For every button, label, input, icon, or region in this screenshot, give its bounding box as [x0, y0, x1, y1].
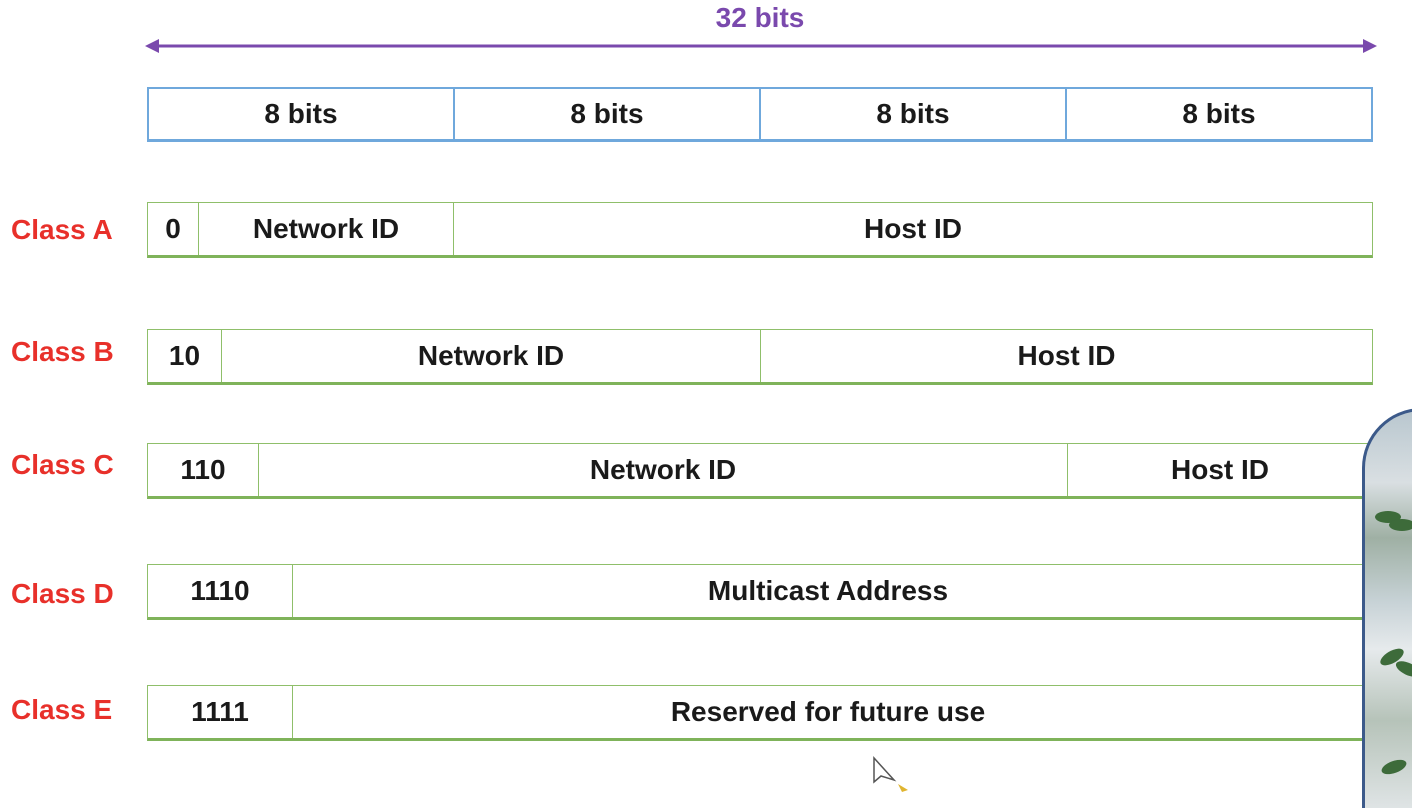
class-c-prefix: 110: [148, 444, 259, 496]
ruler-octet-1: 8 bits: [149, 89, 455, 139]
plant-leaf-icon: [1379, 756, 1409, 778]
class-e-label: Class E: [11, 694, 113, 725]
class-d-label: Class D: [11, 578, 114, 609]
class-b-label: Class B: [11, 336, 114, 367]
ruler-octet-3: 8 bits: [761, 89, 1067, 139]
class-c-network-id: Network ID: [259, 444, 1068, 496]
class-e-prefix: 1111: [148, 686, 293, 738]
class-c-label: Class C: [11, 449, 114, 480]
class-b-network-id: Network ID: [222, 330, 761, 382]
ruler-octet-4: 8 bits: [1182, 98, 1256, 129]
ruler-octet-2: 8 bits: [455, 89, 761, 139]
class-a-label: Class A: [11, 214, 113, 245]
class-e-row: 1111 Reserved for future use: [147, 685, 1363, 741]
class-a-network-id: Network ID: [199, 203, 454, 255]
class-d-prefix: 1110: [148, 565, 293, 617]
span-label: 32 bits: [715, 2, 805, 33]
bit-ruler: 8 bits 8 bits 8 bits 8 bits: [147, 87, 1373, 142]
class-b-row: 10 Network ID Host ID: [147, 329, 1373, 385]
span-double-arrow: [145, 39, 1377, 53]
class-b-host-id: Host ID: [1017, 340, 1116, 371]
plant-leaf-icon: [1393, 658, 1412, 680]
class-a-row: 0 Network ID Host ID: [147, 202, 1373, 258]
class-b-prefix: 10: [148, 330, 222, 382]
class-c-host-id: Host ID: [1171, 454, 1269, 485]
webcam-overlay: [1362, 408, 1412, 808]
class-e-reserved: Reserved for future use: [670, 696, 986, 727]
class-a-prefix: 0: [148, 203, 199, 255]
class-d-row: 1110 Multicast Address: [147, 564, 1363, 620]
class-d-multicast-address: Multicast Address: [707, 575, 949, 606]
mouse-pointer-icon: [873, 756, 908, 792]
class-a-host-id: Host ID: [864, 213, 962, 244]
plant-leaf-icon: [1389, 519, 1412, 531]
class-c-row: 110 Network ID Host ID: [147, 443, 1373, 499]
